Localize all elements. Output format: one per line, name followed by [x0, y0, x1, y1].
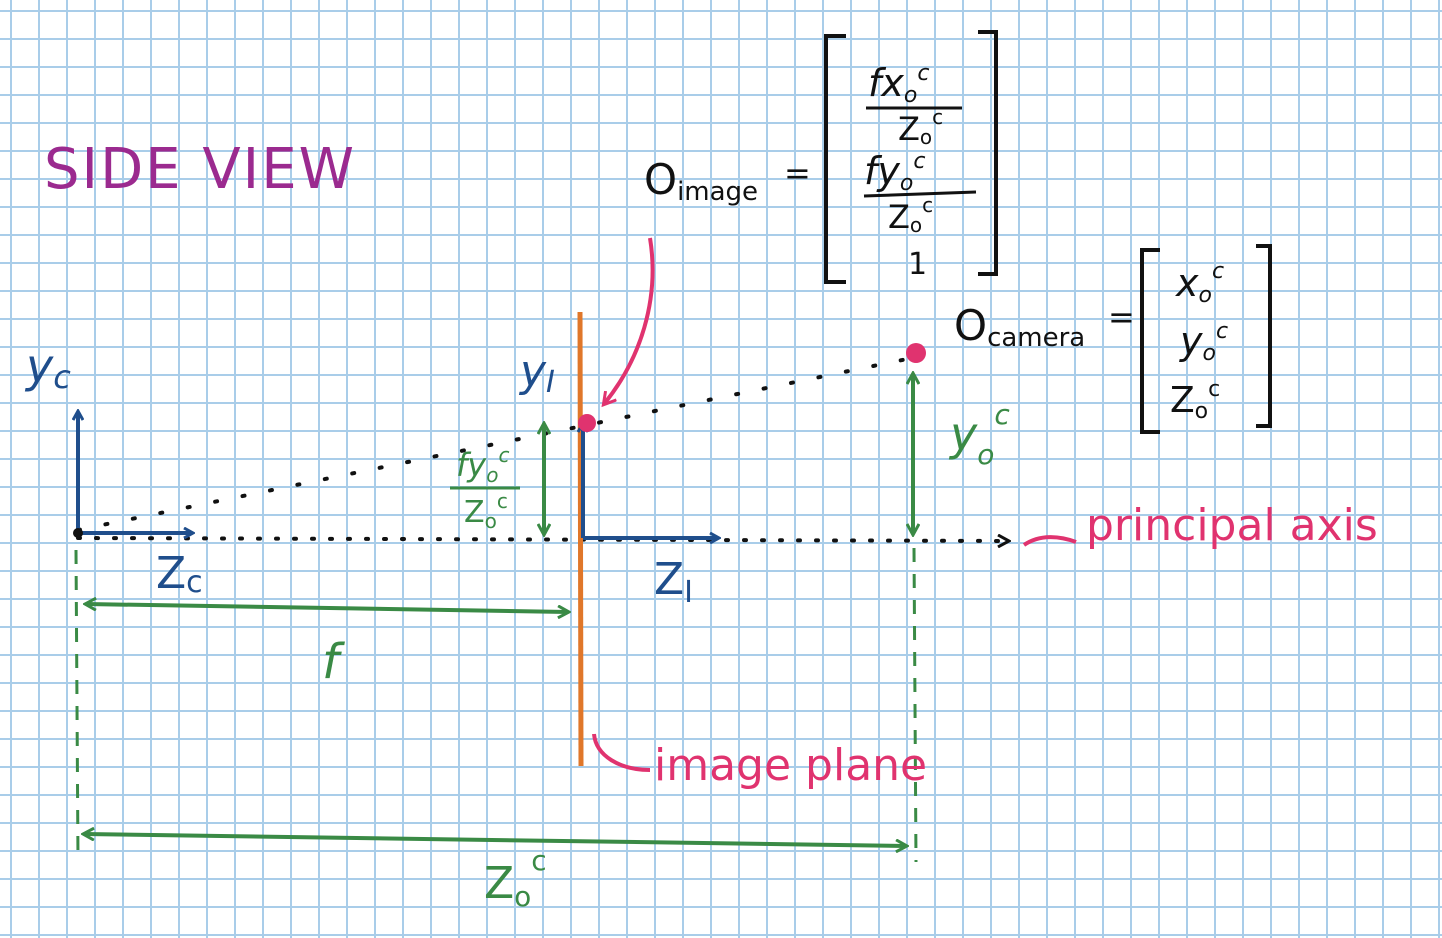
camera-point: [906, 343, 926, 363]
image-plane-label: image plane: [654, 740, 927, 791]
svg-text:Oimage: Oimage: [644, 155, 758, 207]
image-plane-line: [577, 311, 584, 767]
o-image-right-bracket: [978, 30, 998, 276]
object-extension-line: [912, 547, 918, 863]
svg-text:xoc: xoc: [1175, 259, 1224, 308]
svg-text:fyoc: fyoc: [456, 443, 509, 487]
svg-text:Zoc: Zoc: [898, 105, 943, 149]
focal-length-arrow: [86, 604, 568, 612]
svg-text:fxoc: fxoc: [868, 61, 929, 108]
focal-length-label: f: [322, 634, 345, 690]
svg-text:Zoc: Zoc: [888, 193, 933, 237]
o-image-left-bracket: [824, 34, 846, 284]
object-height-label: yoc: [948, 398, 1010, 471]
o-image-equation: Oimage = fxoc Zoc fyoc Zoc 1: [644, 30, 998, 284]
image-height-label: fyoc Zoc: [450, 443, 520, 533]
camera-center-point: [73, 528, 83, 538]
zc-label: Zc: [156, 548, 203, 600]
image-plane-hook: [592, 733, 651, 772]
principal-axis-hook: [1022, 535, 1077, 547]
svg-text:=: =: [784, 154, 811, 192]
o-camera-left-bracket: [1140, 248, 1160, 434]
o-camera-right-bracket: [1256, 244, 1272, 428]
svg-text:Ocamera: Ocamera: [954, 301, 1085, 353]
svg-text:fyoc: fyoc: [864, 149, 925, 196]
image-point-callout-arrow: [604, 237, 655, 404]
o-camera-equation: Ocamera = xoc yoc Zoc: [954, 244, 1272, 434]
principal-axis-label: principal axis: [1086, 500, 1378, 551]
svg-text:Zoc: Zoc: [464, 489, 508, 533]
svg-text:=: =: [1108, 298, 1135, 336]
yc-label: yc: [24, 339, 71, 396]
zi-label: ZI: [654, 554, 693, 610]
image-point: [578, 414, 596, 432]
projection-ray: [76, 356, 914, 532]
principal-axis-line: [76, 538, 1008, 541]
object-depth-arrow: [84, 834, 906, 846]
svg-text:Zoc: Zoc: [1170, 377, 1220, 424]
object-depth-label: Zoc: [484, 844, 547, 913]
svg-text:1: 1: [908, 247, 927, 282]
svg-text:yoc: yoc: [1179, 319, 1228, 366]
diagram-title: SIDE VIEW: [44, 137, 356, 202]
yi-label: yI: [518, 346, 555, 400]
camera-extension-line: [74, 549, 80, 861]
